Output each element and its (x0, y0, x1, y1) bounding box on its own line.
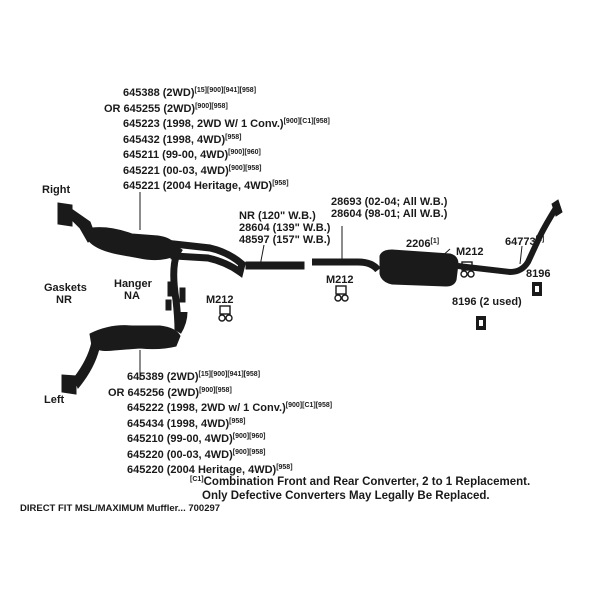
footnote-line-2: Only Defective Converters May Legally Be… (202, 490, 490, 502)
left-converter-part-5: 645220 (00-03, 4WD)[900][958] (127, 448, 266, 461)
hanger-bracket-c (165, 299, 172, 311)
m212-label-a: M212 (206, 294, 234, 306)
muffler-body (379, 249, 459, 287)
mid-pipe (312, 258, 381, 273)
pipe-28604-label: 28604 (139" W.B.) (239, 222, 331, 234)
right-label: Right (42, 184, 71, 196)
right-converter-part-0: 645388 (2WD)[15][900][941][958] (123, 87, 257, 99)
hanger-bracket-a (167, 281, 174, 297)
right-merge-pipe (170, 240, 246, 278)
hanger-8196-label-b: 8196 (2 used) (452, 296, 522, 308)
mid-pipe-28693-label: 28693 (02-04; All W.B.) (331, 196, 448, 208)
intermediate-pipe (245, 261, 305, 270)
muffler-label: 2206[1] (406, 238, 440, 250)
gaskets-nr-label: NR (56, 294, 72, 306)
left-flange (61, 374, 77, 395)
hanger-icon-m212-c (460, 261, 475, 278)
right-converter (89, 227, 177, 261)
right-converter-part-3: 645432 (1998, 4WD)[958] (123, 133, 242, 146)
hanger-label: Hanger (114, 278, 152, 290)
right-converter-part-2: 645223 (1998, 2WD W/ 1 Conv.)[900][C1][9… (123, 118, 330, 130)
hanger-icon-8196-a (532, 282, 542, 296)
left-converter-part-3: 645434 (1998, 4WD)[958] (127, 417, 246, 430)
left-converter-part-4: 645210 (99-00, 4WD)[900][960] (127, 433, 266, 445)
right-converter-part-5: 645221 (00-03, 4WD)[900][958] (123, 164, 262, 177)
gaskets-label: Gaskets (44, 282, 87, 294)
left-label: Left (44, 394, 65, 406)
right-flange-pipe (69, 207, 97, 243)
mid-pipe-28604-label: 28604 (98-01; All W.B.) (331, 208, 448, 220)
left-converter (89, 325, 181, 351)
hanger-icon-8196-b (476, 316, 486, 330)
tailpipe-tip (551, 199, 563, 217)
tailpipe (457, 206, 559, 276)
right-converter-part-4: 645211 (99-00, 4WD)[900][960] (123, 149, 261, 161)
right-converter-part-1: OR 645255 (2WD)[900][958] (104, 102, 228, 115)
tailpipe-label: 64773[1] (505, 236, 545, 248)
hanger-bracket-b (179, 287, 186, 303)
m212-label-b: M212 (326, 274, 354, 286)
left-merge-pipe (174, 311, 188, 334)
left-converter-part-2: 645222 (1998, 2WD w/ 1 Conv.)[900][C1][9… (127, 402, 333, 414)
right-converter-part-6: 645221 (2004 Heritage, 4WD)[958] (123, 180, 289, 192)
left-converter-part-0: 645389 (2WD)[15][900][941][958] (127, 371, 261, 383)
hanger-8196-label-a: 8196 (526, 268, 551, 280)
left-converter-part-6: 645220 (2004 Heritage, 4WD)[958] (127, 464, 293, 476)
left-converter-part-1: OR 645256 (2WD)[900][958] (108, 386, 232, 399)
hanger-na-label: NA (124, 290, 140, 302)
y-pipe (170, 245, 184, 331)
right-flange (57, 202, 73, 227)
hanger-icon-m212-b (334, 285, 349, 302)
hanger-icon-m212-a (218, 305, 233, 322)
pipe-nr-label: NR (120" W.B.) (239, 210, 316, 222)
pipe-48597-label: 48597 (157" W.B.) (239, 234, 331, 246)
footnote-line-1: [C1]Combination Front and Rear Converter… (190, 476, 531, 488)
m212-label-c: M212 (456, 246, 484, 258)
diagram-caption: DIRECT FIT MSL/MAXIMUM Muffler... 700297 (20, 503, 221, 514)
